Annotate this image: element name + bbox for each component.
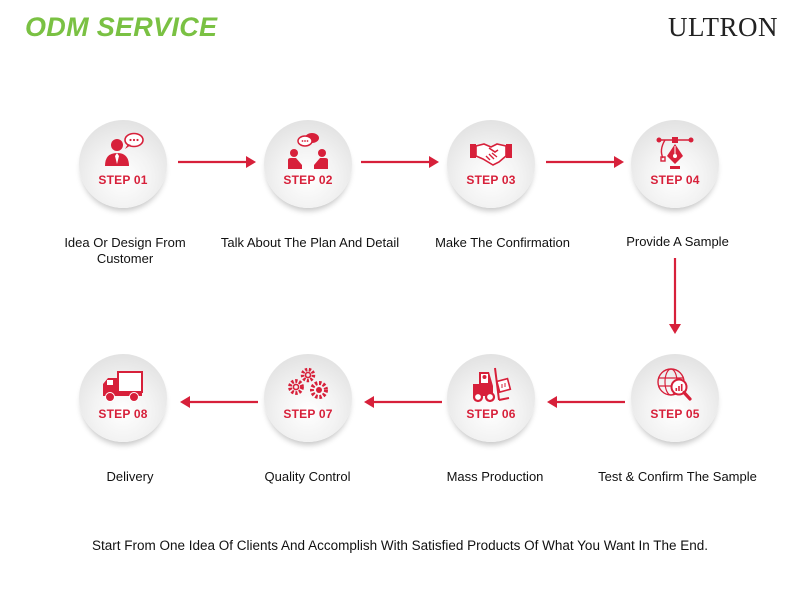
arrow-right-2 xyxy=(361,156,439,168)
step-label: STEP 05 xyxy=(650,407,700,421)
customer-idea-icon xyxy=(105,132,144,166)
step-label: STEP 08 xyxy=(98,407,148,421)
forklift-icon xyxy=(472,367,512,403)
footer-tagline: Start From One Idea Of Clients And Accom… xyxy=(91,538,709,553)
truck-icon xyxy=(103,371,143,402)
step-caption: Test & Confirm The Sample xyxy=(598,469,757,484)
step-caption: Mass Production xyxy=(446,469,544,484)
arrow-left-3 xyxy=(180,396,258,408)
step-label: STEP 04 xyxy=(650,173,700,187)
handshake-icon xyxy=(470,143,512,166)
arrow-right-1 xyxy=(178,156,256,168)
step-caption: Talk About The Plan And Detail xyxy=(220,235,400,250)
step-label: STEP 01 xyxy=(98,173,148,187)
arrow-right-3 xyxy=(546,156,624,168)
step-label: STEP 02 xyxy=(283,173,333,187)
page-title: ODM SERVICE xyxy=(25,12,218,42)
pen-tool-icon xyxy=(656,137,694,169)
step-07: STEP 07 xyxy=(264,354,352,442)
brand-logo: ULTRON xyxy=(667,12,778,42)
step-caption: Provide A Sample xyxy=(626,234,729,249)
step-04: STEP 04 xyxy=(631,120,719,208)
step-02: STEP 02 xyxy=(264,120,352,208)
step-caption: Quality Control xyxy=(264,469,351,484)
arrow-down xyxy=(669,258,681,334)
arrow-left-1 xyxy=(547,396,625,408)
step-caption: Idea Or Design From Customer xyxy=(64,235,186,266)
arrow-left-2 xyxy=(364,396,442,408)
step-01: STEP 01 xyxy=(79,120,167,208)
step-06: STEP 06 xyxy=(447,354,535,442)
discussion-icon xyxy=(288,133,328,169)
step-05: STEP 05 xyxy=(631,354,719,442)
step-08: STEP 08 xyxy=(79,354,167,442)
globe-search-icon xyxy=(657,368,692,401)
step-caption: Make The Confirmation xyxy=(435,235,570,250)
step-label: STEP 03 xyxy=(466,173,516,187)
step-label: STEP 06 xyxy=(466,407,516,421)
step-caption: Delivery xyxy=(106,469,154,484)
gears-icon xyxy=(288,367,328,399)
step-label: STEP 07 xyxy=(283,407,333,421)
step-03: STEP 03 xyxy=(447,120,535,208)
